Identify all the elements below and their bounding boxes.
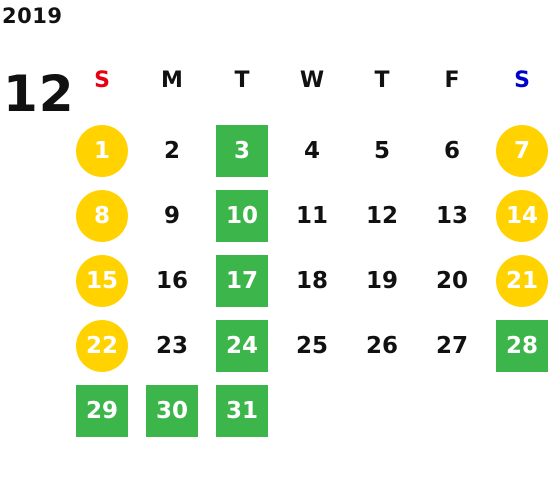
month-number: 12 (3, 65, 75, 123)
weekday-tuesday: T (234, 68, 250, 93)
day-cell-9: 9 (163, 203, 180, 229)
weekday-saturday: S (514, 68, 530, 93)
weekday-wednesday: W (299, 68, 325, 93)
day-cell-19: 19 (365, 268, 398, 294)
day-cell-28: 28 (496, 320, 548, 372)
day-cell-29: 29 (76, 385, 128, 437)
day-cell-6: 6 (443, 138, 460, 164)
day-cell-10: 10 (216, 190, 268, 242)
day-cell-30: 30 (146, 385, 198, 437)
day-cell-11: 11 (295, 203, 328, 229)
day-cell-24: 24 (216, 320, 268, 372)
day-cell-12: 12 (365, 203, 398, 229)
day-cell-21: 21 (496, 255, 548, 307)
weekday-sunday: S (94, 68, 110, 93)
year-label: 2019 (2, 4, 63, 28)
weekday-monday: M (161, 68, 183, 93)
day-cell-4: 4 (303, 138, 320, 164)
weekday-thursday: T (374, 68, 390, 93)
day-cell-14: 14 (496, 190, 548, 242)
day-cell-16: 16 (155, 268, 188, 294)
day-cell-22: 22 (76, 320, 128, 372)
day-cell-13: 13 (435, 203, 468, 229)
weekday-friday: F (444, 68, 460, 93)
day-cell-15: 15 (76, 255, 128, 307)
day-cell-23: 23 (155, 333, 188, 359)
day-cell-27: 27 (435, 333, 468, 359)
day-cell-17: 17 (216, 255, 268, 307)
day-cell-26: 26 (365, 333, 398, 359)
day-cell-18: 18 (295, 268, 328, 294)
day-cell-8: 8 (76, 190, 128, 242)
day-cell-3: 3 (216, 125, 268, 177)
day-cell-1: 1 (76, 125, 128, 177)
day-cell-2: 2 (163, 138, 180, 164)
day-cell-20: 20 (435, 268, 468, 294)
day-cell-31: 31 (216, 385, 268, 437)
day-cell-25: 25 (295, 333, 328, 359)
day-cell-5: 5 (373, 138, 390, 164)
day-cell-7: 7 (496, 125, 548, 177)
